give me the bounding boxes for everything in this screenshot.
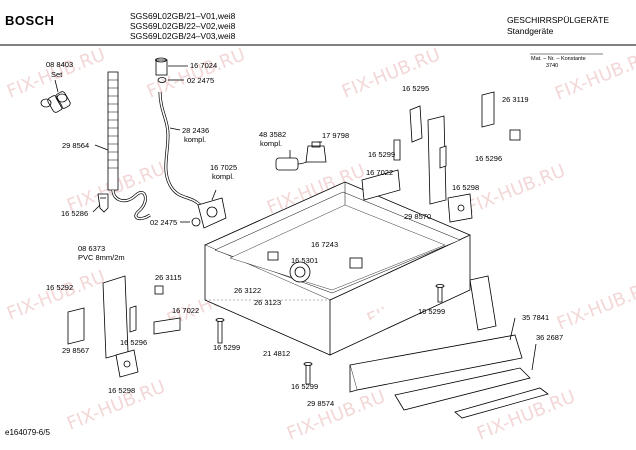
screw-165299-bottom (303, 362, 313, 385)
leg-left (115, 305, 225, 378)
label-167022-left: 16 7022 (172, 306, 200, 315)
label-167024: 16 7024 (190, 61, 218, 70)
label-167243: 16 7243 (311, 240, 339, 249)
base-pan (204, 181, 471, 356)
label-362687: 36 2687 (536, 333, 564, 342)
hose-clamp-set (40, 91, 71, 113)
label-086373: 08 6373 (78, 244, 106, 253)
leader-298564 (94, 144, 109, 151)
inlet-hose (107, 71, 151, 221)
model-line-1: SGS69L02GB/21–V01,wei8 (130, 11, 236, 21)
leader-167025 (211, 189, 217, 201)
label-263123: 26 3123 (254, 298, 282, 307)
part-179798 (305, 141, 327, 163)
label-165299-left: 16 5299 (213, 343, 241, 352)
side-bracket-right (361, 91, 521, 223)
watermark-4: FIX-HUB.RU (552, 46, 636, 104)
label-pvc: PVC 8mm/2m (78, 253, 125, 262)
label-165296-left: 16 5296 (120, 338, 148, 347)
label-165296-right: 16 5296 (475, 154, 503, 163)
label-298567: 29 8567 (62, 346, 90, 355)
label-298570: 29 8570 (404, 212, 432, 221)
drain-pump (191, 197, 227, 229)
leader-357841 (509, 317, 516, 341)
label-set: Set (51, 70, 63, 79)
plinth-right-end (469, 275, 497, 331)
label-263122: 26 3122 (234, 286, 262, 295)
screw-165299-right (435, 284, 445, 303)
label-165299-bottom: 16 5299 (291, 382, 319, 391)
label-165286: 16 5286 (61, 209, 89, 218)
subcategory-title: Standgeräte (507, 26, 554, 36)
leader-282436 (169, 127, 181, 131)
material-number-label: Mat. – Nr. – Konstante (531, 56, 586, 62)
label-167025: 16 7025 (210, 163, 238, 172)
hose-clip-165286 (97, 193, 109, 213)
watermark-11: FIX-HUB.RU (554, 276, 636, 334)
leader-362687 (531, 343, 537, 371)
label-165295: 16 5295 (402, 84, 430, 93)
label-167022-right: 16 7022 (366, 168, 394, 177)
label-483582-kompl: kompl. (260, 139, 283, 148)
watermark-3: FIX-HUB.RU (339, 44, 443, 102)
document-id: e164079-6/5 (5, 428, 50, 437)
label-214812: 21 4812 (263, 349, 291, 358)
category-title: GESCHIRRSPÜLGERÄTE (507, 15, 610, 25)
watermark-8: FIX-HUB.RU (4, 266, 108, 324)
drain-hose (155, 57, 202, 207)
label-165299-top: 16 5299 (368, 150, 396, 159)
label-165298-right: 16 5298 (452, 183, 480, 192)
label-298574: 29 8574 (307, 399, 335, 408)
leader-088403 (54, 79, 59, 93)
part-263115 (154, 285, 164, 295)
label-022475-top: 02 2475 (187, 76, 215, 85)
model-line-3: SGS69L02GB/24–V03,wei8 (130, 31, 236, 41)
label-282436-kompl: kompl. (184, 135, 207, 144)
label-483582: 48 3582 (259, 130, 287, 139)
watermark-13: FIX-HUB.RU (284, 386, 388, 444)
watermark-7: FIX-HUB.RU (464, 160, 568, 218)
model-line-2: SGS69L02GB/22–V02,wei8 (130, 21, 236, 31)
watermark-12: FIX-HUB.RU (64, 376, 168, 434)
brand-logo: BOSCH (5, 13, 55, 28)
label-282436: 28 2436 (182, 126, 210, 135)
label-165292: 16 5292 (46, 283, 74, 292)
plinth-panel (349, 334, 549, 419)
leader-165286 (92, 204, 101, 213)
label-179798: 17 9798 (322, 131, 350, 140)
label-263115: 26 3115 (155, 273, 182, 282)
label-263119: 26 3119 (502, 95, 529, 104)
label-167025-kompl: kompl. (212, 172, 235, 181)
material-number-value: 3740 (546, 63, 559, 69)
label-165301: 16 5301 (291, 256, 319, 265)
label-165299-right: 16 5299 (418, 307, 446, 316)
label-088403: 08 8403 (46, 60, 74, 69)
side-bracket-left (67, 275, 129, 359)
label-022475-mid: 02 2475 (150, 218, 178, 227)
label-357841: 35 7841 (522, 313, 550, 322)
label-298564: 29 8564 (62, 141, 90, 150)
label-165298-left: 16 5298 (108, 386, 136, 395)
